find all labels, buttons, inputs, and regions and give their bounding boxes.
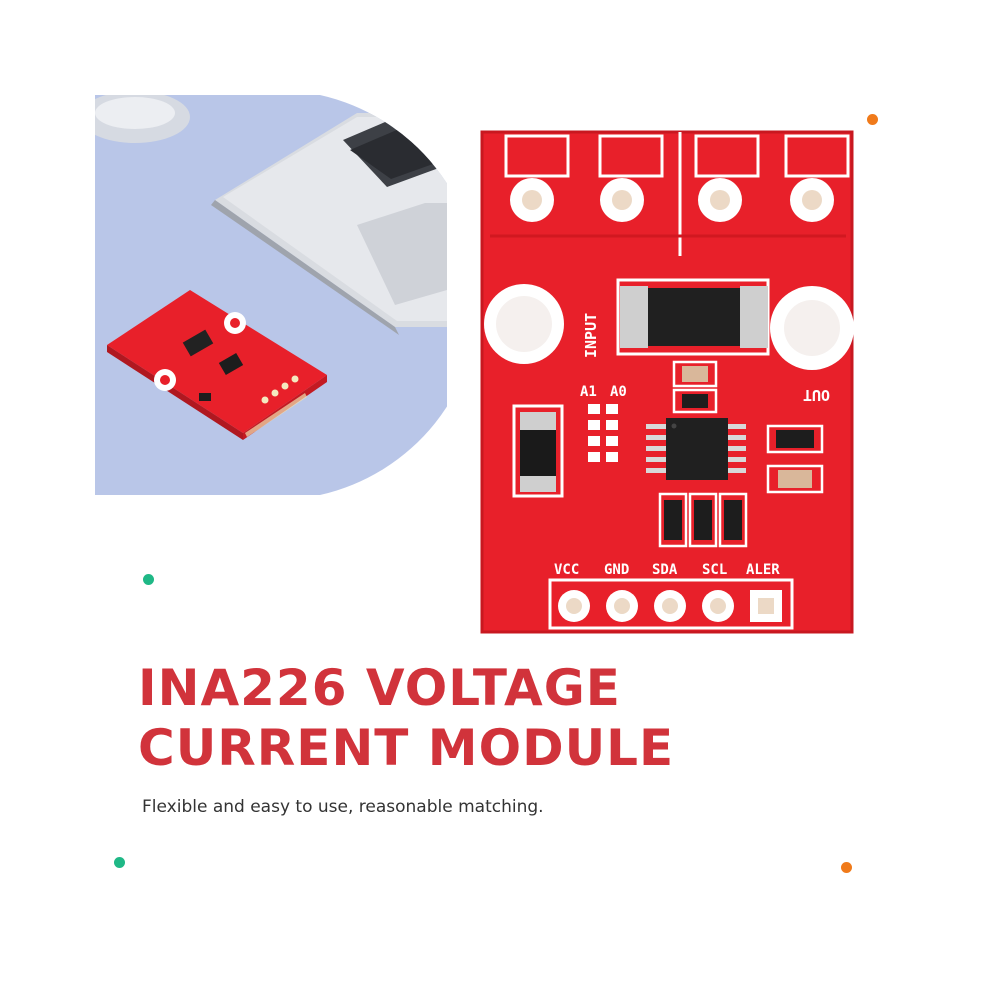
pin-gnd-label: GND <box>604 562 629 578</box>
pin-scl-label: SCL <box>702 562 727 578</box>
product-title: INA226 VOLTAGE CURRENT MODULE <box>138 658 674 778</box>
pin-alert-label: ALER <box>746 562 780 578</box>
product-photo-inset <box>95 95 447 495</box>
input-label: INPUT <box>582 313 600 358</box>
small-module-photo <box>107 290 327 440</box>
passive-components <box>512 360 824 548</box>
pin-vcc-label: VCC <box>554 562 579 578</box>
ina226-chip <box>646 418 746 480</box>
pin-sda-label: SDA <box>652 562 678 578</box>
accent-dot-green-mid <box>143 574 154 585</box>
terminal-pads <box>490 132 850 256</box>
output-label: OUT <box>803 386 830 404</box>
ina226-board: INPUT OUT A1 A0 <box>480 130 854 634</box>
product-tagline: Flexible and easy to use, reasonable mat… <box>142 797 544 817</box>
shunt-resistor <box>616 278 770 356</box>
accent-dot-orange-top <box>867 114 878 125</box>
pin-header <box>548 578 794 630</box>
product-title-line1: INA226 VOLTAGE <box>138 659 621 717</box>
accent-dot-orange-bottom <box>841 862 852 873</box>
accent-dot-green-bottom <box>114 857 125 868</box>
product-title-line2: CURRENT MODULE <box>138 719 675 777</box>
address-jumpers <box>588 404 618 462</box>
laptop <box>211 105 447 335</box>
addr-a1-label: A1 <box>580 384 597 400</box>
addr-a0-label: A0 <box>610 384 627 400</box>
